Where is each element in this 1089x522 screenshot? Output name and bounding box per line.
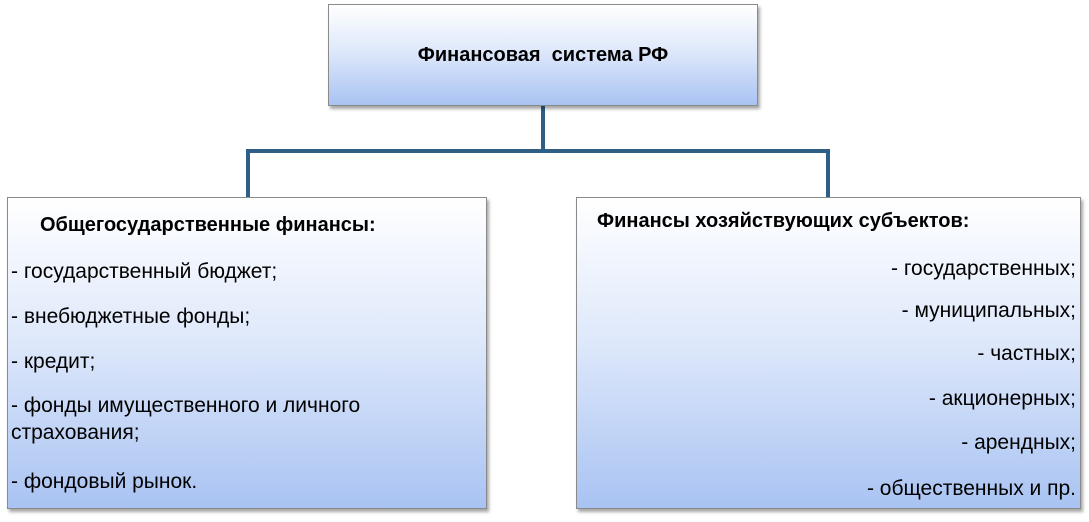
root-node-title: Финансовая система РФ xyxy=(417,43,669,66)
list-item: - государственных; xyxy=(891,257,1076,280)
connector-root-down xyxy=(541,106,545,151)
list-item: - государственный бюджет; xyxy=(11,260,278,283)
list-item: - акционерных; xyxy=(928,387,1076,410)
node-business-finances: Финансы хозяйствующих субъектов: - госуд… xyxy=(576,197,1081,509)
list-item: - кредит; xyxy=(11,350,96,373)
list-item: - частных; xyxy=(977,342,1076,365)
node-business-finances-title: Финансы хозяйствующих субъектов: xyxy=(597,210,970,232)
node-state-finances: Общегосударственные финансы: - государст… xyxy=(7,197,487,509)
list-item: - арендных; xyxy=(961,431,1076,454)
list-item: - внебюджетные фонды; xyxy=(11,305,251,328)
connector-horizontal xyxy=(246,149,830,153)
connector-right-down xyxy=(826,149,830,197)
list-item: - фонды имущественного и личного страхов… xyxy=(11,394,361,444)
node-state-finances-title: Общегосударственные финансы: xyxy=(40,214,376,236)
root-node-financial-system: Финансовая система РФ xyxy=(328,4,758,106)
list-item: - общественных и пр. xyxy=(866,477,1076,500)
list-item: - фондовый рынок. xyxy=(11,470,198,493)
list-item: - муниципальных; xyxy=(901,299,1076,322)
connector-left-down xyxy=(246,149,250,197)
